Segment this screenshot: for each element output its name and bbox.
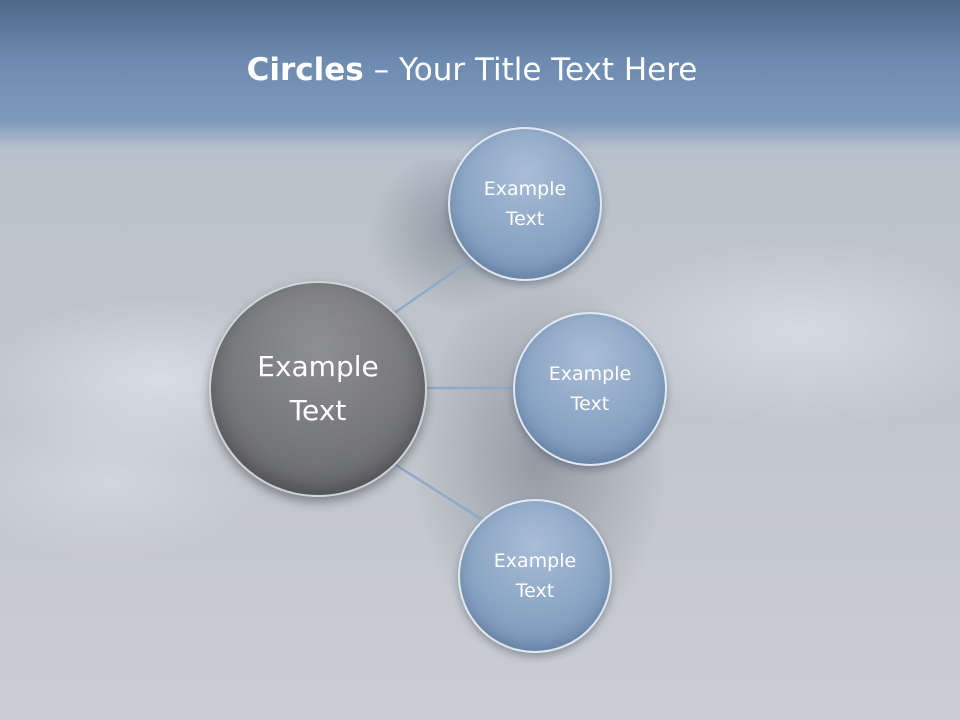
title-rest: – Your Title Text Here — [363, 52, 698, 88]
node-middle-line1: Example — [548, 363, 632, 385]
node-circle-middle[interactable]: Example Text — [513, 312, 667, 466]
center-circle-line2: Text — [289, 394, 347, 427]
connector-top — [392, 256, 474, 316]
connector-bottom — [395, 463, 482, 521]
node-bottom-line1: Example — [493, 550, 577, 572]
title-bold: Circles — [246, 52, 364, 88]
center-circle-line1: Example — [257, 350, 379, 383]
node-circle-bottom[interactable]: Example Text — [458, 499, 612, 653]
node-top-line2: Text — [505, 208, 545, 230]
node-circle-top[interactable]: Example Text — [448, 127, 602, 281]
slide-title: Circles – Your Title Text Here — [0, 52, 944, 88]
node-bottom-line2: Text — [515, 580, 555, 602]
center-circle[interactable]: Example Text — [209, 281, 427, 497]
node-top-line1: Example — [483, 178, 567, 200]
node-middle-line2: Text — [570, 393, 610, 415]
